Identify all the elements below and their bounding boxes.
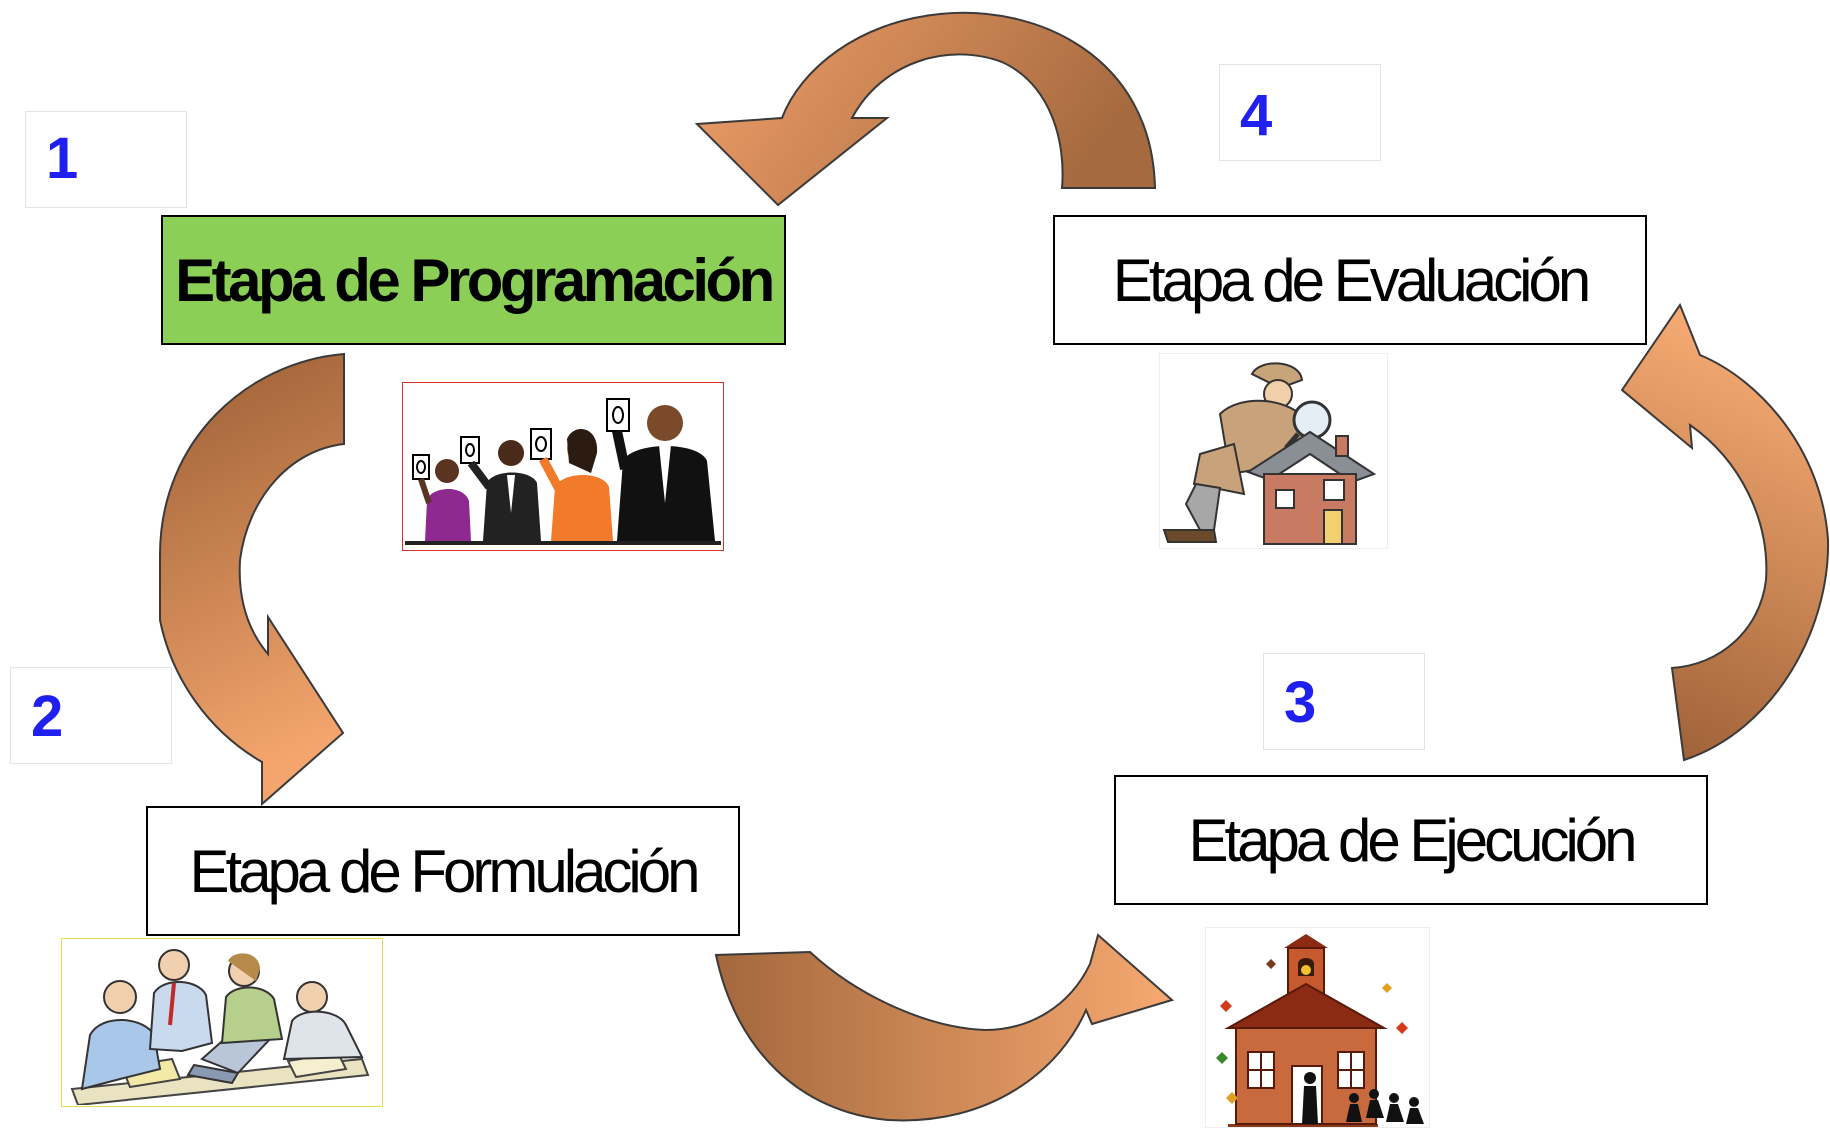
step-number-box-1: 1 — [25, 111, 187, 208]
stage-box-ejecucion: Etapa de Ejecución — [1114, 775, 1708, 905]
stage-label-formulacion: Etapa de Formulación — [189, 837, 701, 905]
stage-box-programacion: Etapa de Programación — [161, 215, 786, 345]
step-number-box-4: 4 — [1219, 64, 1381, 161]
step-number-3: 3 — [1284, 670, 1317, 735]
stage-box-formulacion: Etapa de Formulación — [146, 806, 740, 936]
schoolhouse-clipart — [1205, 927, 1430, 1128]
stage-box-evaluacion: Etapa de Evaluación — [1053, 215, 1647, 345]
stage-label-ejecucion: Etapa de Ejecución — [1188, 806, 1637, 874]
inspector-house-clipart — [1159, 353, 1388, 549]
team-meeting-clipart — [61, 938, 383, 1107]
stage-label-evaluacion: Etapa de Evaluación — [1112, 246, 1591, 314]
arrow-formulacion-to-ejecucion — [714, 933, 1175, 1122]
stage-label-programacion: Etapa de Programación — [175, 246, 775, 314]
step-number-box-3: 3 — [1263, 653, 1425, 750]
arrow-programacion-to-formulacion — [159, 352, 345, 807]
voting-people-clipart — [402, 382, 724, 551]
step-number-4: 4 — [1240, 83, 1273, 148]
arrow-evaluacion-to-programacion — [694, 11, 1157, 207]
step-number-2: 2 — [31, 684, 64, 749]
step-number-box-2: 2 — [10, 667, 172, 764]
arrow-ejecucion-to-evaluacion — [1620, 302, 1830, 762]
step-number-1: 1 — [46, 126, 79, 191]
